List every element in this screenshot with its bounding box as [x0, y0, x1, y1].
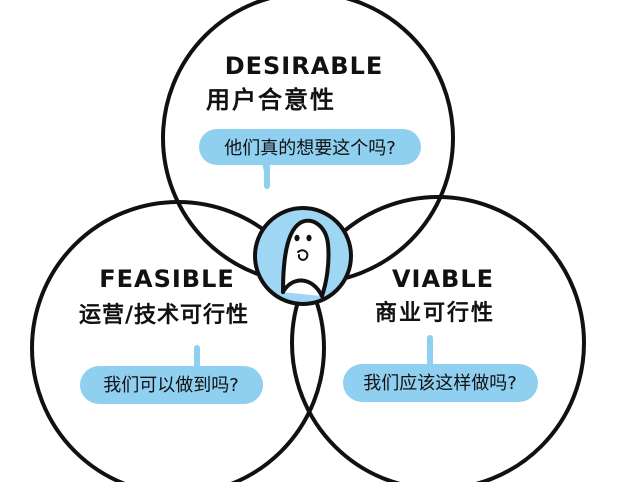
desirable-subtitle: 用户合意性 [206, 86, 336, 114]
ghost-face-icon [281, 218, 331, 298]
desirable-question: 他们真的想要这个吗? [224, 138, 396, 159]
viable-question: 我们应该这样做吗? [363, 373, 517, 394]
desirable-question-bubble [199, 129, 421, 189]
feasible-subtitle: 运营/技术可行性 [79, 302, 249, 328]
feasible-question: 我们可以做到吗? [103, 375, 239, 396]
feasible-circle [30, 200, 326, 482]
desirable-title: DESIRABLE [225, 52, 384, 80]
viable-subtitle: 商业可行性 [375, 300, 495, 326]
viable-title: VIABLE [392, 265, 494, 293]
feasible-question-bubble [80, 345, 263, 404]
feasible-title: FEASIBLE [99, 265, 235, 293]
viable-question-bubble [343, 335, 538, 402]
viable-circle [290, 195, 586, 482]
